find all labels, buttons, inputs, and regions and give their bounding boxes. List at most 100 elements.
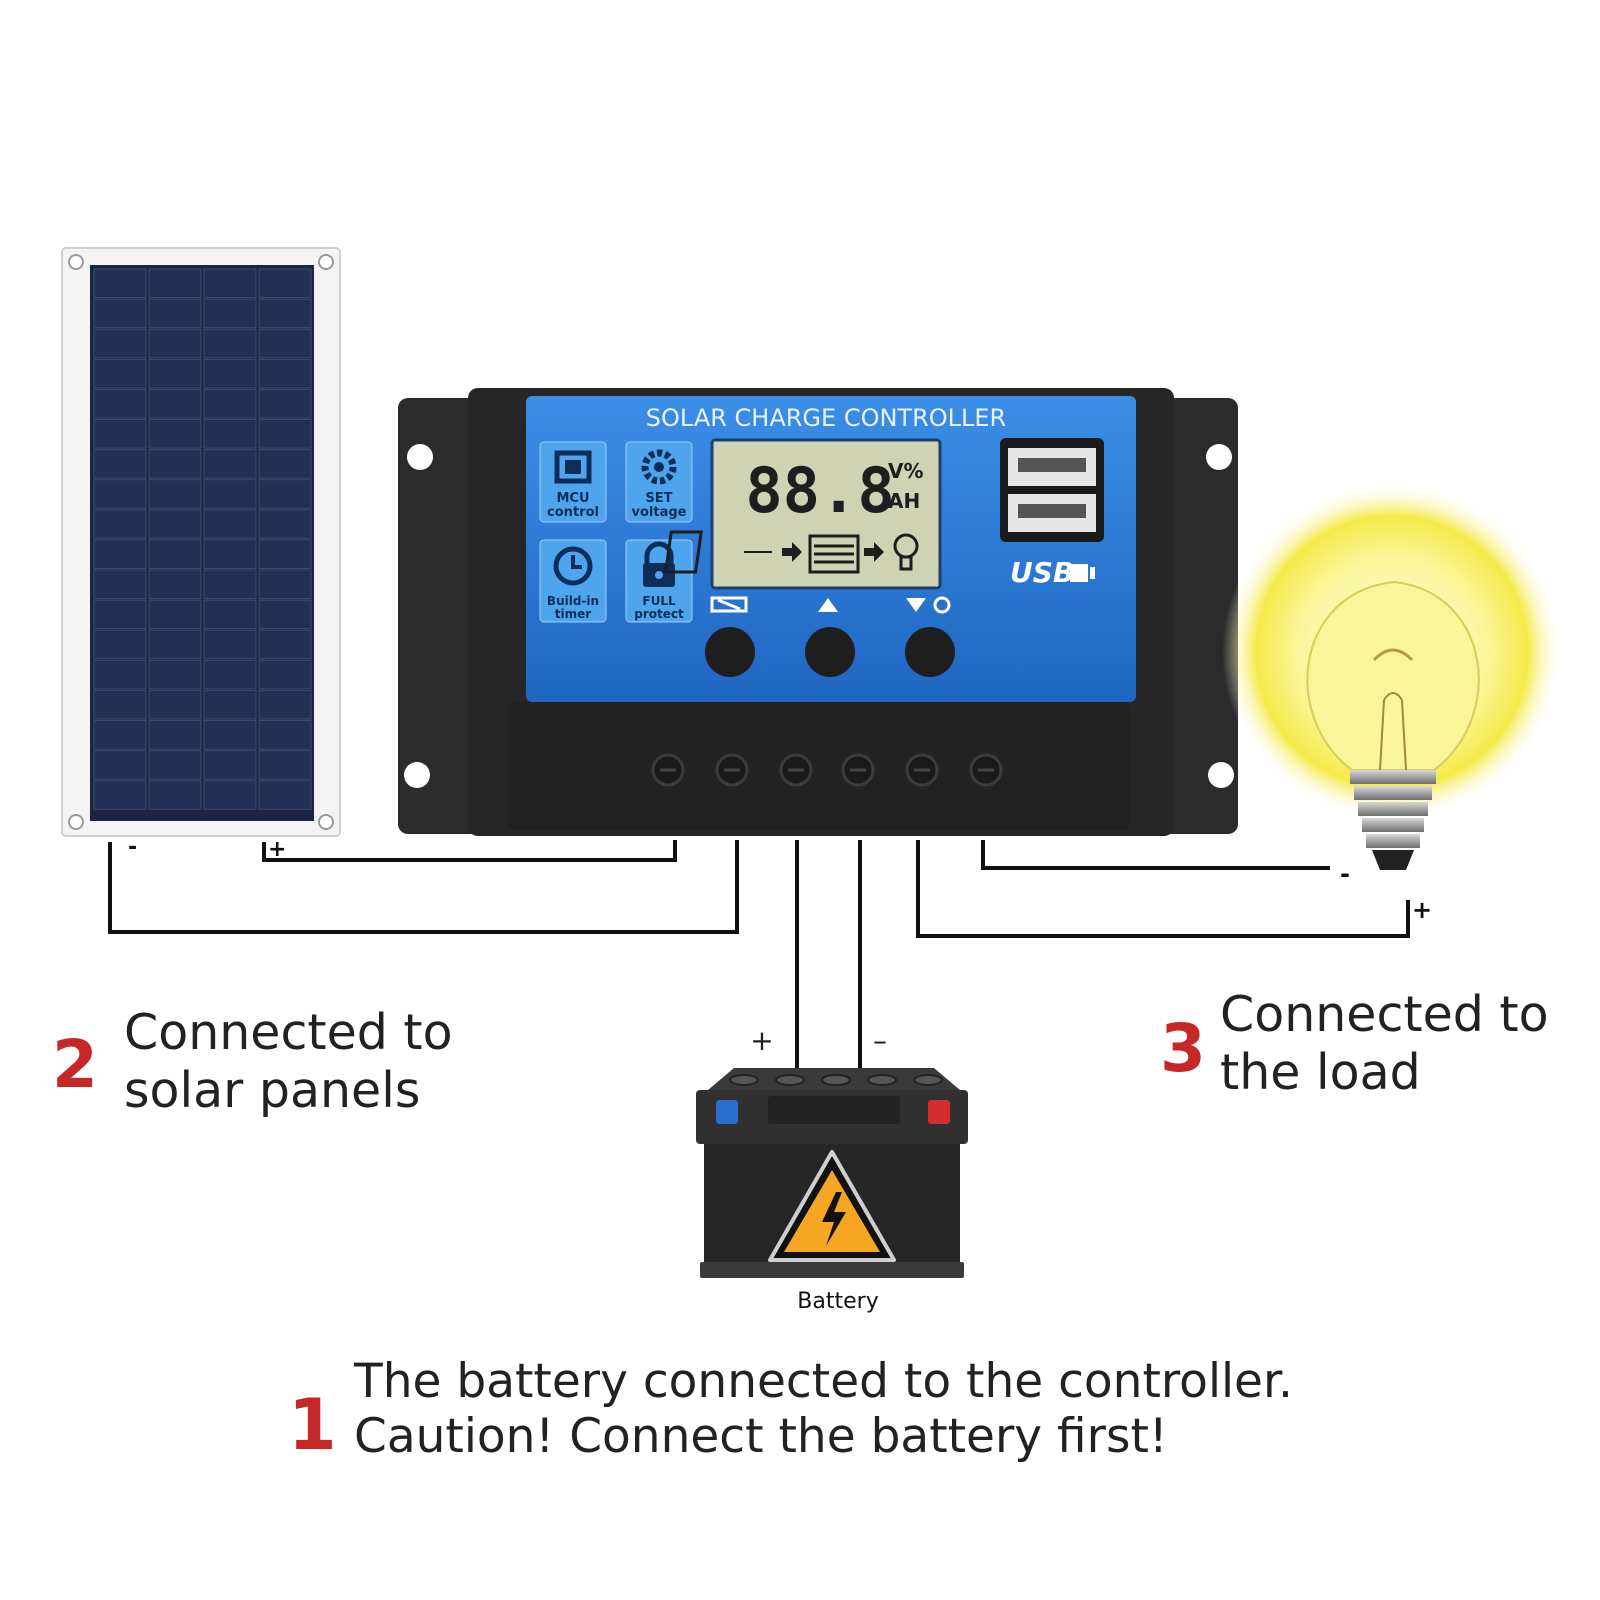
solar-cell [203,780,257,810]
feature-set-voltage: SET voltage [625,441,693,523]
menu-button[interactable] [705,627,755,677]
feature-mcu-control: MCU control [539,441,607,523]
solar-cell [203,298,257,329]
solar-cell [93,268,147,299]
solar-cell [203,659,257,690]
vent-cap [867,1074,897,1086]
step-number-battery: 1 [288,1384,337,1466]
feature-label-line1: FULL [642,594,676,608]
solar-cell [93,689,147,720]
solar-cell [93,449,147,479]
controller-title: SOLAR CHARGE CONTROLLER [646,404,1006,432]
clock-icon [553,546,593,586]
solar-cell [258,629,312,660]
step-caption-load: Connected to the load [1220,986,1549,1102]
battery-plus-label: + [750,1024,773,1057]
feature-label-line1: MCU [556,491,589,506]
solar-cell [93,750,147,780]
solar-cell [258,750,312,780]
solar-cell [93,479,147,509]
feature-label-line1: Build-in [547,594,599,608]
solar-cell [93,539,147,570]
up-arrow-icon [818,598,838,612]
lcd-unit-bottom: AH [888,489,920,513]
solar-cell [203,509,257,539]
battery-minus-label: – [873,1024,887,1057]
caption-line: The battery connected to the controller. [354,1354,1293,1409]
solar-cell [258,720,312,750]
battery-label: Battery [797,1289,878,1314]
solar-cell [203,479,257,509]
gear-icon [641,449,677,485]
panel-minus-label: - [128,835,137,860]
solar-cell [203,599,257,630]
solar-cell [93,629,147,660]
solar-cell [93,780,147,810]
battery-negative-terminal [928,1100,950,1124]
step-caption-battery: The battery connected to the controller.… [354,1354,1293,1465]
step-number-load: 3 [1160,1010,1206,1087]
solar-cell [203,539,257,570]
solar-cell [148,479,202,509]
usb-icon [1070,564,1095,582]
solar-cell [258,388,312,419]
solar-cell [93,720,147,750]
battery: + – Battery [696,1024,968,1314]
step-number-solar: 2 [52,1026,98,1103]
battery-positive-terminal [716,1100,738,1124]
solar-cell [93,358,147,389]
solar-cell [258,268,312,299]
solar-cell [203,388,257,419]
feature-build-in-timer: Build-in timer [539,539,607,623]
solar-cell [203,750,257,780]
vent-cap [775,1074,805,1086]
wires [108,840,1410,1068]
solar-cell [148,569,202,600]
feature-label-line2: control [547,505,599,520]
solar-cell [93,599,147,630]
solar-cell [148,720,202,750]
feature-label-line2: timer [555,607,591,621]
solar-cell [258,358,312,389]
arrow-right-icon [782,542,802,562]
solar-cell [148,659,202,690]
lcd-digits: 88.8 [745,454,894,527]
solar-cell [148,268,202,299]
lcd-panel-icon [663,530,772,574]
lcd-unit-top: V% [888,459,924,483]
solar-panel: - + [61,247,341,862]
caption-line: the load [1220,1043,1421,1101]
up-button[interactable] [805,627,855,677]
caption-line: Connected to [124,1004,453,1061]
solar-cell [203,569,257,600]
solar-cell [93,388,147,419]
solar-cell [93,298,147,329]
down-button[interactable] [905,627,955,677]
panel-plus-label: + [268,837,286,862]
solar-cell [258,539,312,570]
solar-cell [93,509,147,539]
solar-cell [148,388,202,419]
solar-cell [203,358,257,389]
solar-cell [258,419,312,449]
battery-vent-caps [729,1074,943,1086]
lcd-bulb-icon [893,533,919,571]
terminal-block [651,753,1003,787]
solar-cell [203,720,257,750]
solar-cell [203,268,257,299]
solar-cell [203,328,257,359]
chip-icon [554,450,592,484]
feature-label-line2: protect [634,607,684,621]
feature-label-line2: voltage [632,505,687,520]
solar-cell [258,689,312,720]
solar-cell [148,328,202,359]
solar-cell [203,689,257,720]
solar-cell [93,659,147,690]
solar-cell [258,659,312,690]
solar-cell [148,449,202,479]
solar-cell [148,750,202,780]
solar-cell [258,569,312,600]
solar-cell [258,780,312,810]
arrow-right-icon [864,542,884,562]
